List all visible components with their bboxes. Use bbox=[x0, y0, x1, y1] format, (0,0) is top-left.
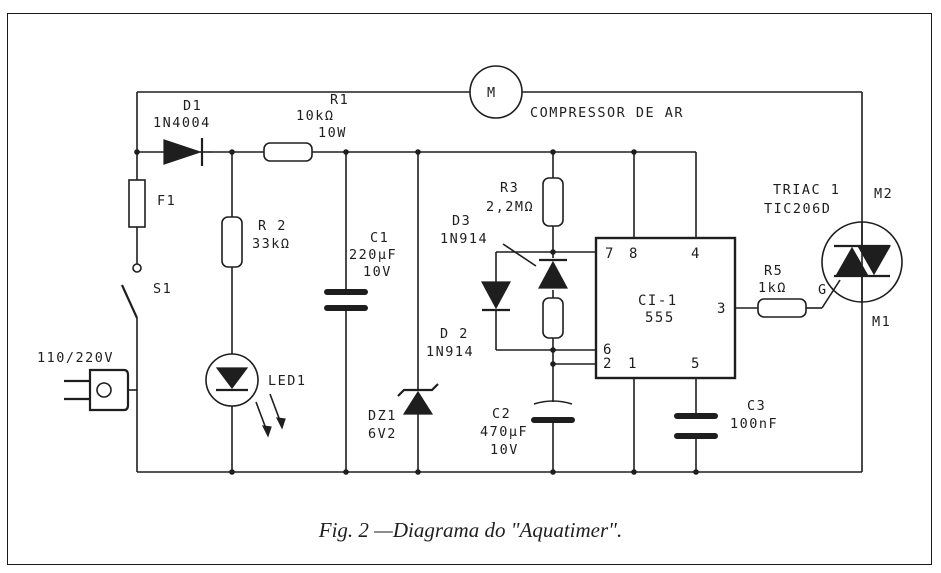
d3-part: 1N914 bbox=[440, 231, 488, 247]
r1-value: 10kΩ bbox=[296, 108, 335, 124]
c3-capacitor-symbol bbox=[674, 413, 718, 439]
c2-value: 470µF bbox=[480, 424, 528, 440]
triac-m1-label: M1 bbox=[872, 314, 891, 330]
ci1-pin-5: 5 bbox=[691, 356, 701, 372]
d3-name: D3 bbox=[452, 213, 471, 229]
ci1-pin-1: 1 bbox=[628, 356, 638, 372]
s1-switch-symbol bbox=[120, 263, 142, 319]
motor-label: COMPRESSOR DE AR bbox=[530, 105, 684, 121]
triac-gate-label: G bbox=[818, 282, 828, 298]
dz1-value: 6V2 bbox=[368, 426, 397, 442]
r3-resistor-symbol bbox=[542, 177, 564, 227]
led1-name: LED1 bbox=[268, 373, 307, 389]
f1-fuse-symbol bbox=[128, 179, 146, 228]
d3-diode-symbol bbox=[537, 258, 569, 289]
plug-symbol bbox=[64, 368, 137, 412]
d1-part: 1N4004 bbox=[153, 115, 211, 131]
d1-diode-symbol bbox=[163, 138, 212, 166]
ci1-pin-2: 2 bbox=[603, 356, 613, 372]
r3-value: 2,2MΩ bbox=[486, 199, 534, 215]
r5-value: 1kΩ bbox=[758, 280, 787, 296]
ci1-pin-6: 6 bbox=[603, 342, 613, 358]
r1-resistor-symbol bbox=[263, 142, 313, 162]
r2-name: R 2 bbox=[258, 218, 287, 234]
triac-name: TRIAC 1 bbox=[773, 182, 840, 198]
ci1-pin-8: 8 bbox=[629, 246, 639, 262]
motor-letter: M bbox=[487, 85, 497, 101]
c1-voltage: 10V bbox=[363, 264, 392, 280]
motor-symbol: M bbox=[469, 65, 523, 119]
c1-name: C1 bbox=[370, 230, 389, 246]
c2-capacitor-symbol bbox=[531, 398, 575, 423]
d2-name: D 2 bbox=[440, 326, 469, 342]
d3-leader-line bbox=[502, 243, 537, 267]
r3-name: R3 bbox=[500, 180, 519, 196]
junction-dots bbox=[134, 149, 699, 475]
wires bbox=[136, 91, 863, 473]
ci1-ic-body bbox=[594, 236, 737, 380]
r1-name: R1 bbox=[330, 92, 349, 108]
f1-name: F1 bbox=[157, 193, 176, 209]
ci1-pin-7: 7 bbox=[605, 246, 615, 262]
triac-part: TIC206D bbox=[764, 201, 831, 217]
d1-name: D1 bbox=[183, 98, 202, 114]
s1-name: S1 bbox=[153, 281, 172, 297]
r2-resistor-symbol bbox=[221, 216, 243, 268]
c1-capacitor-symbol bbox=[324, 289, 368, 311]
ci1-name: CI-1 bbox=[638, 293, 678, 309]
c2-voltage: 10V bbox=[490, 442, 519, 458]
figure-caption: Fig. 2 —Diagrama do "Aquatimer". bbox=[318, 518, 623, 542]
d2-diode-symbol bbox=[480, 281, 512, 312]
r2-value: 33kΩ bbox=[252, 236, 291, 252]
figure-border bbox=[7, 13, 932, 565]
c3-value: 100nF bbox=[730, 416, 778, 432]
triac-symbol bbox=[821, 221, 903, 303]
ci1-pin-4: 4 bbox=[691, 246, 701, 262]
led1-symbol bbox=[205, 353, 286, 438]
timing-resistor-symbol bbox=[542, 297, 564, 339]
dz1-zener-symbol bbox=[397, 383, 439, 415]
plug-label: 110/220V bbox=[37, 350, 114, 366]
c1-value: 220µF bbox=[349, 247, 397, 263]
triac-m2-label: M2 bbox=[874, 186, 893, 202]
ci1-pin-3: 3 bbox=[717, 301, 727, 317]
dz1-name: DZ1 bbox=[368, 408, 397, 424]
r5-resistor-symbol bbox=[757, 298, 807, 318]
r1-power: 10W bbox=[318, 125, 347, 141]
c2-name: C2 bbox=[492, 406, 511, 422]
r5-name: R5 bbox=[764, 263, 783, 279]
ci1-part: 555 bbox=[645, 310, 675, 326]
d2-part: 1N914 bbox=[426, 344, 474, 360]
c3-name: C3 bbox=[747, 398, 766, 414]
